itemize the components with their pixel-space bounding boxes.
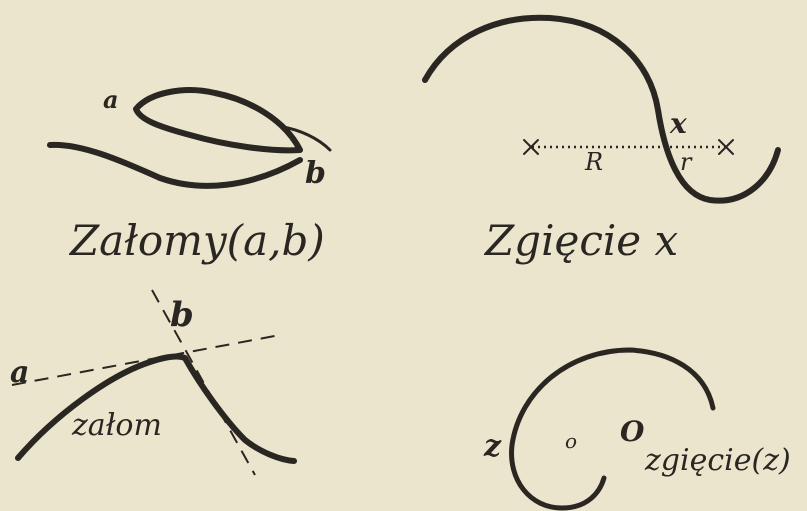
zgiecie-s-curve (422, 14, 781, 204)
zalom-curve-label: załom (71, 408, 162, 443)
zgiecie-label-R: R (584, 148, 603, 176)
zalomy-label-a: a (103, 85, 119, 114)
zalom-curve (15, 353, 297, 464)
zgiecie-z-label-z: z (483, 429, 502, 464)
zgiecie-z-label-o: o (565, 429, 577, 453)
zgiecie-z-caption: zgięcie(z) (644, 443, 791, 478)
zalomy-tail-curve (281, 125, 332, 152)
zalom-tangent-a (11, 334, 281, 386)
zgiecie-label-r: r (680, 148, 693, 176)
zalomy-caption: Załomy(a,b) (68, 216, 325, 265)
zgiecie-right-cross (718, 139, 734, 155)
zalomy-label-b: b (305, 156, 326, 191)
zalom-tangent-b (151, 289, 256, 476)
zgiecie-z-label-O: O (620, 415, 645, 448)
zalom-label-a: a (10, 355, 29, 390)
figure-zalom: a b załom (10, 289, 297, 476)
zgiecie-z-arc (509, 347, 716, 511)
zgiecie-caption: Zgięcie x (483, 216, 679, 265)
figure-zgiecie-x: x R r Zgięcie x (422, 14, 781, 265)
zalom-label-b: b (170, 295, 194, 335)
zalomy-loop-curve (133, 87, 303, 154)
figure-zgiecie-z: z o O zgięcie(z) (483, 347, 791, 511)
zgiecie-left-cross (523, 139, 539, 155)
zalomy-lower-curve (47, 141, 303, 189)
figure-zalomy: a b Załomy(a,b) (47, 85, 332, 265)
zgiecie-label-x: x (669, 107, 687, 140)
